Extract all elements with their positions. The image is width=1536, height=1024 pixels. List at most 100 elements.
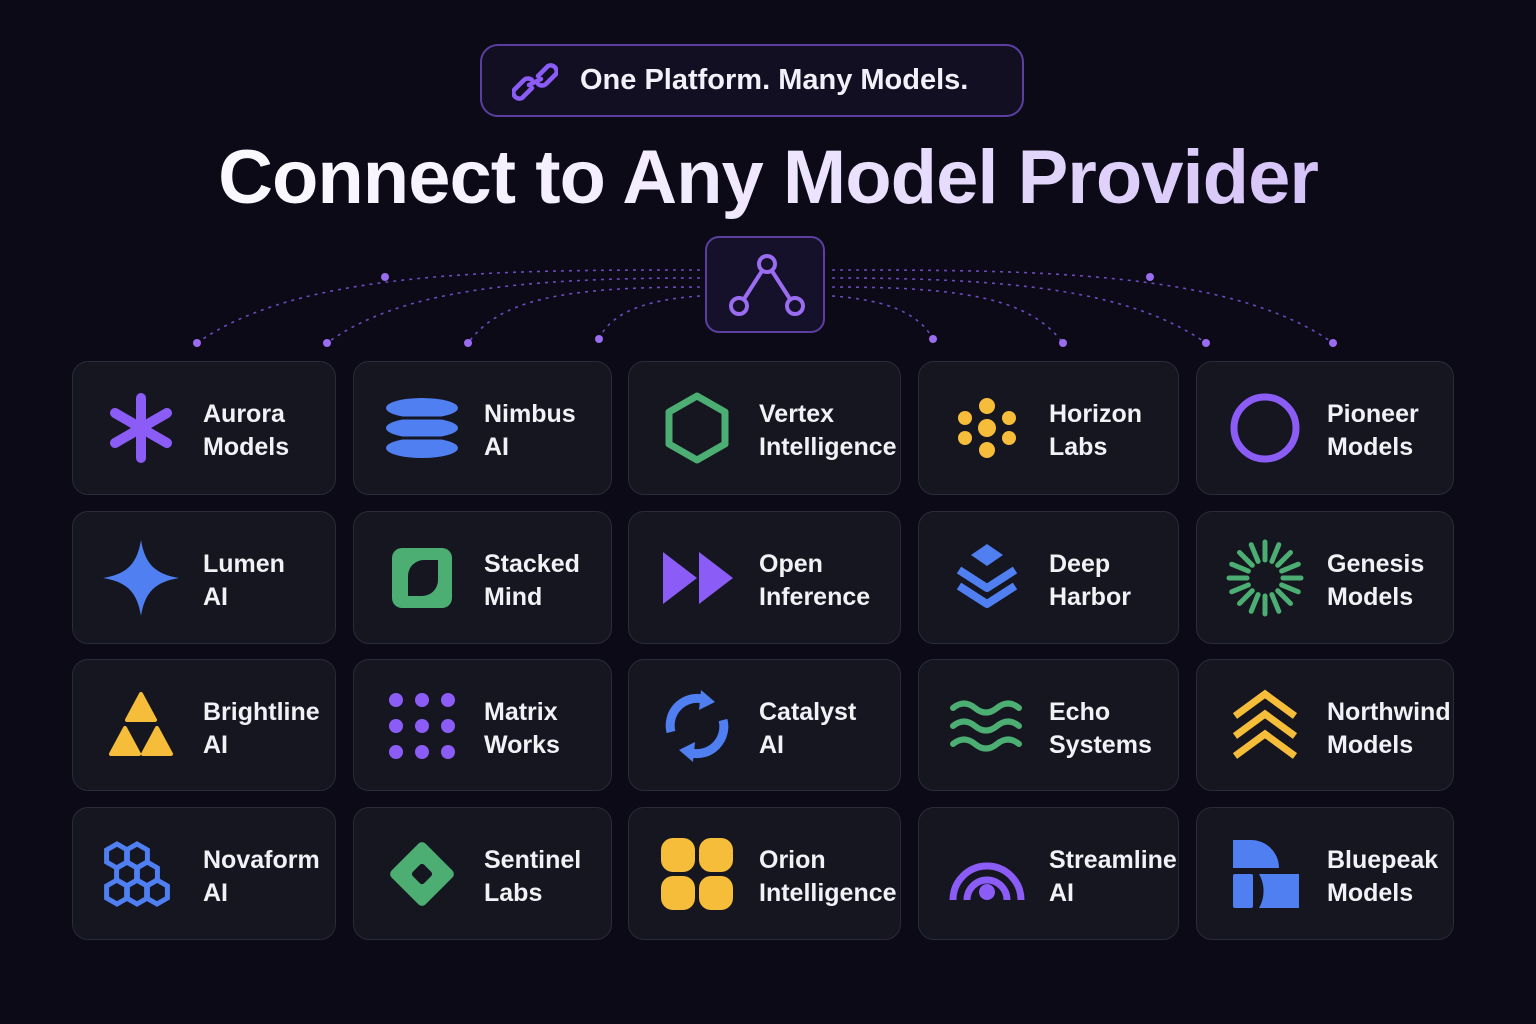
provider-name: Novaform AI [203,844,320,910]
provider-name-line2: AI [1049,879,1074,907]
provider-name: Northwind Models [1327,696,1451,762]
provider-name: Horizon Labs [1049,398,1142,464]
rounded-square-icon [392,548,452,608]
provider-name: Catalyst AI [759,696,856,762]
provider-card-stacked[interactable]: Stacked Mind [353,511,612,644]
provider-card-deep[interactable]: Deep Harbor [918,511,1179,644]
provider-card-open[interactable]: Open Inference [628,511,901,644]
provider-name-line1: Sentinel [484,846,582,874]
provider-name-line1: Aurora [203,400,285,428]
provider-name: Vertex Intelligence [759,398,897,464]
tagline-text: One Platform. Many Models. [580,64,969,96]
diamond-icon [390,842,454,906]
provider-name: Stacked Mind [484,548,580,614]
provider-name-line1: Open [759,550,823,578]
provider-name-line1: Novaform [203,846,320,874]
provider-name-line2: AI [759,731,784,759]
provider-name: Orion Intelligence [759,844,897,910]
provider-name: Brightline AI [203,696,320,762]
provider-card-matrix[interactable]: Matrix Works [353,659,612,791]
provider-card-pioneer[interactable]: Pioneer Models [1196,361,1454,495]
provider-name-line1: Northwind [1327,698,1451,726]
provider-name-line2: AI [484,433,509,461]
connector-lines [193,269,1337,347]
provider-card-orion[interactable]: Orion Intelligence [628,807,901,940]
provider-name: Lumen AI [203,548,285,614]
provider-name-line2: AI [203,583,228,611]
provider-name-line2: Labs [484,879,543,907]
network-hub-icon [729,254,805,316]
provider-card-nimbus[interactable]: Nimbus AI [353,361,612,495]
stacked-ovals-icon [384,398,460,458]
rainbow-arcs-icon [949,862,1025,901]
provider-name: Nimbus AI [484,398,576,464]
provider-name-line1: Vertex [759,400,835,428]
clover-icon [661,838,733,910]
provider-name-line1: Bluepeak [1327,846,1439,874]
provider-name-line1: Streamline [1049,846,1177,874]
honeycomb-icon [104,841,170,907]
provider-name-line2: Models [1327,879,1414,907]
provider-name-line1: Matrix [484,698,558,726]
four-point-star-icon [103,540,179,616]
provider-card-echo[interactable]: Echo Systems [918,659,1179,791]
provider-card-lumen[interactable]: Lumen AI [72,511,336,644]
waves-icon [950,700,1022,752]
page-title: Connect to Any Model Provider [0,132,1536,224]
fast-forward-icon [663,552,733,604]
provider-name: Genesis Models [1327,548,1424,614]
provider-name-line1: Horizon [1049,400,1143,428]
asterisk-icon [110,393,172,463]
provider-name: Sentinel Labs [484,844,581,910]
provider-name-line1: Nimbus [484,400,576,428]
provider-name-line2: Models [1327,583,1414,611]
provider-card-northwind[interactable]: Northwind Models [1196,659,1454,791]
provider-name-line1: Orion [759,846,826,874]
provider-name-line1: Catalyst [759,698,857,726]
provider-card-bluepeak[interactable]: Bluepeak Models [1196,807,1454,940]
provider-name-line2: Harbor [1049,583,1131,611]
provider-name-line2: Models [1327,731,1414,759]
tagline-pill: One Platform. Many Models. [480,44,1024,117]
provider-name-line1: Genesis [1327,550,1425,578]
provider-card-vertex[interactable]: Vertex Intelligence [628,361,901,495]
provider-name-line2: Inference [759,583,871,611]
triangles-icon [109,692,173,756]
provider-name: Echo Systems [1049,696,1152,762]
provider-name-line2: Intelligence [759,879,897,907]
dot-grid-icon [389,693,455,759]
provider-card-genesis[interactable]: Genesis Models [1196,511,1454,644]
provider-name-line2: Mind [484,583,543,611]
provider-card-horizon[interactable]: Horizon Labs [918,361,1179,495]
provider-name: Deep Harbor [1049,548,1131,614]
quarter-shapes-icon [1233,840,1299,908]
provider-name: Matrix Works [484,696,560,762]
provider-name-line1: Lumen [203,550,285,578]
provider-card-streamline[interactable]: Streamline AI [918,807,1179,940]
provider-card-brightline[interactable]: Brightline AI [72,659,336,791]
hub-node [705,236,825,333]
provider-card-catalyst[interactable]: Catalyst AI [628,659,901,791]
link-icon [512,63,558,101]
ring-icon [1230,393,1300,463]
provider-name: Pioneer Models [1327,398,1419,464]
provider-name-line2: Labs [1049,433,1108,461]
hexagon-icon [665,392,729,464]
provider-name-line2: Systems [1049,731,1152,759]
layers-icon [956,544,1018,608]
provider-name-line2: Models [1327,433,1414,461]
provider-card-novaform[interactable]: Novaform AI [72,807,336,940]
dot-cluster-icon [958,398,1016,458]
circular-arrows-icon [665,690,729,762]
provider-card-sentinel[interactable]: Sentinel Labs [353,807,612,940]
provider-name: Open Inference [759,548,870,614]
provider-name-line1: Deep [1049,550,1111,578]
starburst-icon [1226,539,1304,617]
chevrons-up-icon [1232,689,1298,759]
provider-card-aurora[interactable]: Aurora Models [72,361,336,495]
provider-name: Streamline AI [1049,844,1177,910]
provider-name-line2: Intelligence [759,433,897,461]
provider-name-line2: Works [484,731,560,759]
provider-name-line1: Pioneer [1327,400,1419,428]
provider-name-line2: Models [203,433,290,461]
